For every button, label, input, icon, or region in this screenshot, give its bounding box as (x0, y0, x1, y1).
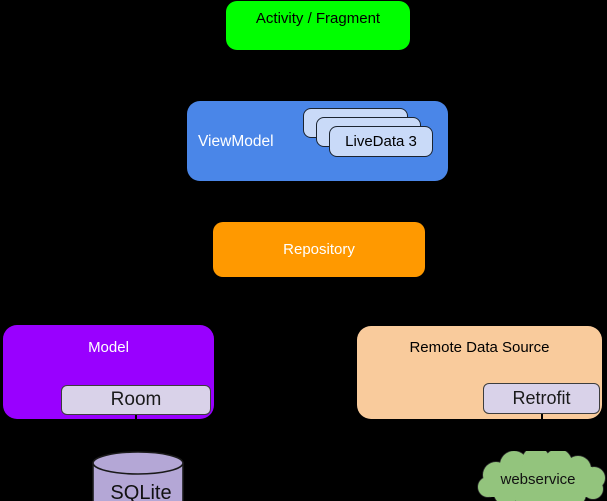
viewmodel-label: ViewModel (198, 133, 274, 150)
sqlite-label: SQLite (110, 482, 172, 501)
room-node: Room (61, 385, 211, 415)
retrofit-label: Retrofit (512, 388, 571, 408)
webservice-label: webservice (500, 471, 576, 488)
sqlite-database-cylinder-icon (92, 451, 184, 501)
room-sqlite-connector-stub (135, 408, 137, 422)
activity-fragment-label: Activity / Fragment (255, 10, 381, 27)
retrofit-node: Retrofit (483, 383, 600, 414)
model-label: Model (88, 339, 129, 356)
livedata-label: LiveData 3 (345, 133, 417, 150)
livedata-card-front: LiveData 3 (329, 126, 433, 157)
remote-data-source-label: Remote Data Source (409, 339, 550, 356)
activity-fragment-node: Activity / Fragment (226, 1, 410, 50)
repository-label: Repository (283, 241, 355, 258)
room-label: Room (110, 389, 162, 410)
webservice-cloud-icon (477, 451, 606, 501)
retrofit-webservice-connector-stub (541, 406, 543, 422)
cloud-fill (478, 451, 605, 501)
repository-node: Repository (213, 222, 425, 277)
